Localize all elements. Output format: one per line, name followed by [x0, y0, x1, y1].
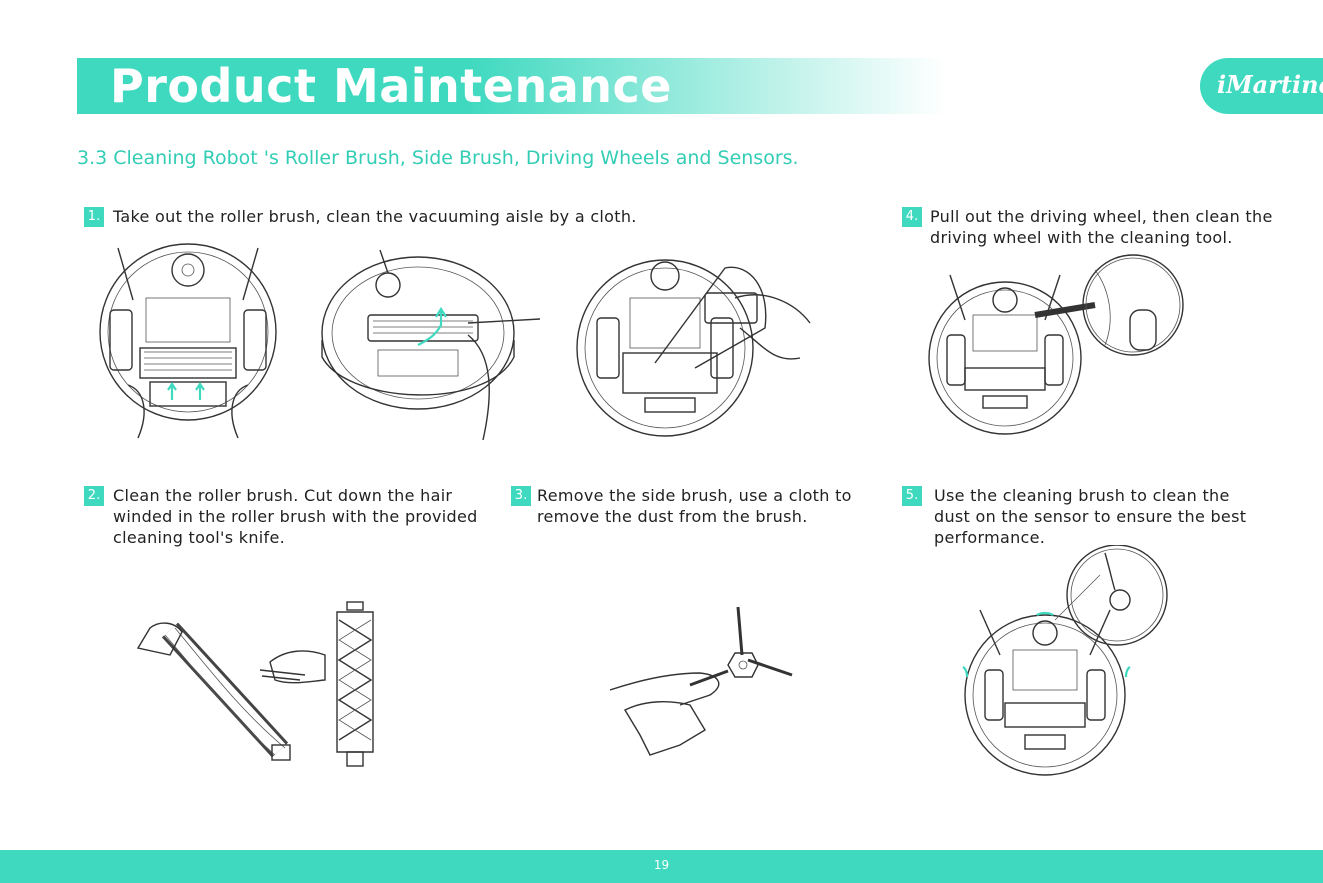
step-5-line-2: dust on the sensor to ensure the best — [934, 507, 1247, 526]
sensor-cleaning-illustration — [962, 545, 1168, 776]
step-4-number: 4. — [902, 207, 922, 227]
roller-brush-knife-illustration — [136, 622, 326, 761]
step-4-line-1: Pull out the driving wheel, then clean t… — [930, 207, 1273, 226]
step-5-line-1: Use the cleaning brush to clean the — [934, 486, 1230, 505]
step-1-number: 1. — [84, 207, 104, 227]
step-2-line-1: Clean the roller brush. Cut down the hai… — [113, 486, 453, 505]
step-1-line-1: Take out the roller brush, clean the vac… — [113, 207, 637, 226]
step-2-line-3: cleaning tool's knife. — [113, 528, 285, 547]
step-2-text: Clean the roller brush. Cut down the hai… — [113, 485, 478, 548]
driving-wheel-cleaning-illustration — [928, 254, 1184, 435]
section-title: 3.3 Cleaning Robot 's Roller Brush, Side… — [77, 147, 799, 169]
step-3-line-2: remove the dust from the brush. — [537, 507, 808, 526]
robot-brush-lift-illustration — [321, 249, 541, 440]
step-5-line-3: performance. — [934, 528, 1046, 547]
step-2-line-2: winded in the roller brush with the prov… — [113, 507, 478, 526]
step-5-text: Use the cleaning brush to clean the dust… — [934, 485, 1246, 548]
step-4-text: Pull out the driving wheel, then clean t… — [930, 206, 1273, 248]
step-3-number: 3. — [511, 486, 531, 506]
step-5-number: 5. — [902, 486, 922, 506]
step-4-line-2: driving wheel with the cleaning tool. — [930, 228, 1233, 247]
step-3-text: Remove the side brush, use a cloth to re… — [537, 485, 852, 527]
side-brush-cloth-illustration — [610, 606, 793, 756]
brand-logo-text: iMartine — [1217, 70, 1323, 99]
title-banner — [77, 58, 947, 114]
roller-brush-vertical-illustration — [336, 601, 374, 767]
brand-logo — [1200, 58, 1323, 114]
robot-aisle-cloth-illustration — [576, 259, 811, 437]
page-title: Product Maintenance — [110, 59, 672, 113]
step-1-text: Take out the roller brush, clean the vac… — [113, 206, 637, 227]
step-3-line-1: Remove the side brush, use a cloth to — [537, 486, 852, 505]
page-number: 19 — [653, 858, 670, 872]
footer-bar — [0, 850, 1323, 883]
robot-roller-brush-removal-illustration — [99, 243, 277, 439]
step-2-number: 2. — [84, 486, 104, 506]
